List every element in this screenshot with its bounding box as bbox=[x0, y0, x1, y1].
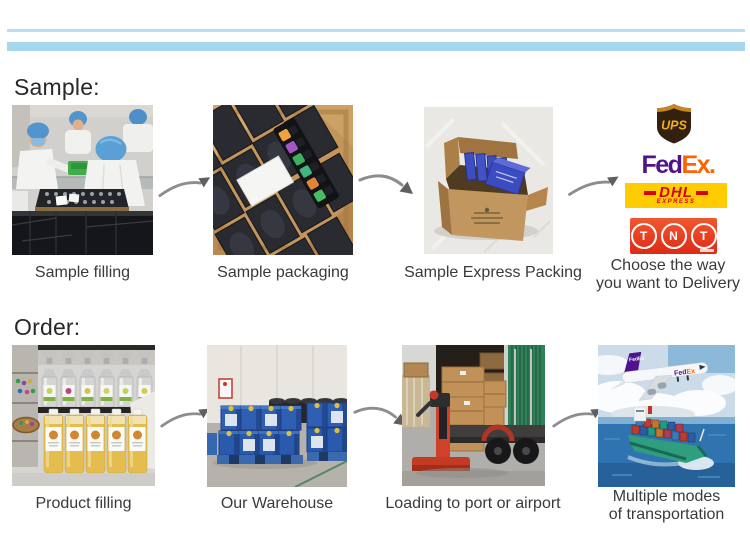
loading-caption: Loading to port or airport bbox=[385, 495, 561, 512]
fedex-logo: FedEx. bbox=[623, 151, 733, 179]
fedex-plane-icon: FedEx FedEx bbox=[609, 351, 708, 401]
top-divider-bar bbox=[7, 42, 745, 51]
plane-tail-text: FedEx bbox=[629, 356, 645, 364]
product-filling-photo bbox=[12, 345, 155, 486]
plane-ex-text: Ex bbox=[686, 368, 695, 376]
transport-modes-photo: FedEx FedEx bbox=[598, 345, 735, 487]
sample-express-illustration bbox=[424, 107, 553, 254]
fedex-fed-text: Fed bbox=[641, 151, 683, 179]
sample-express-packing-caption: Sample Express Packing bbox=[404, 264, 582, 281]
tnt-circle: T bbox=[690, 223, 717, 249]
dhl-express-text: EXPRESS bbox=[656, 199, 696, 205]
loading-illustration bbox=[402, 345, 545, 486]
order-heading: Order: bbox=[14, 314, 81, 340]
ups-logo: UPS bbox=[656, 103, 692, 144]
svg-text:FedEx: FedEx bbox=[674, 368, 696, 378]
ups-logo-text: UPS bbox=[661, 119, 687, 133]
flow-arrow-icon bbox=[157, 166, 215, 204]
tnt-circle: T bbox=[630, 223, 657, 249]
container-ship-icon bbox=[627, 406, 714, 470]
tnt-small-mark bbox=[700, 249, 714, 252]
loading-photo bbox=[402, 345, 545, 486]
transport-modes-caption-line2: of transportation bbox=[608, 505, 725, 523]
transport-modes-caption: Multiple modes of transportation bbox=[590, 488, 743, 524]
dhl-dash-right bbox=[695, 191, 708, 195]
tnt-letter: T bbox=[699, 229, 708, 243]
flow-arrow-icon bbox=[566, 168, 624, 202]
flow-arrow-icon bbox=[159, 398, 214, 434]
fedex-dot: . bbox=[709, 151, 716, 179]
delivery-choice-caption-line2: you want to Delivery bbox=[595, 274, 741, 292]
plane-fed-text: Fed bbox=[674, 369, 687, 377]
delivery-choice-caption: Choose the way you want to Delivery bbox=[593, 257, 743, 293]
dhl-logo-row: DHL bbox=[644, 184, 708, 201]
warehouse-photo bbox=[207, 345, 347, 487]
top-divider-line bbox=[7, 29, 745, 32]
tnt-circle: N bbox=[660, 223, 687, 249]
tnt-logo: T N T bbox=[630, 218, 717, 254]
transport-modes-illustration: FedEx FedEx bbox=[598, 345, 735, 487]
tnt-letter: T bbox=[639, 229, 648, 243]
flow-arrow-icon bbox=[356, 166, 420, 208]
warehouse-caption: Our Warehouse bbox=[220, 495, 334, 512]
product-filling-illustration bbox=[12, 345, 155, 486]
product-filling-caption: Product filling bbox=[35, 495, 132, 512]
delivery-choice-caption-line1: Choose the way bbox=[610, 257, 726, 274]
warehouse-illustration bbox=[207, 345, 347, 487]
fedex-ex-text: Ex bbox=[681, 151, 710, 179]
dhl-logo: DHL EXPRESS bbox=[625, 183, 727, 208]
courier-logos: UPS FedEx. DHL EXPRESS T N T bbox=[623, 103, 733, 256]
sample-packaging-photo bbox=[213, 105, 353, 255]
sample-packaging-caption: Sample packaging bbox=[217, 264, 349, 281]
sample-filling-caption: Sample filling bbox=[34, 264, 131, 281]
tnt-letter: N bbox=[669, 229, 678, 243]
sample-heading: Sample: bbox=[14, 74, 100, 100]
sample-filling-illustration bbox=[12, 105, 153, 255]
dhl-logo-text: DHL bbox=[659, 184, 693, 201]
sample-express-packing-photo bbox=[424, 107, 553, 254]
sample-packaging-illustration bbox=[213, 105, 353, 255]
dhl-dash-left bbox=[644, 191, 657, 195]
sample-filling-photo bbox=[12, 105, 153, 255]
transport-modes-caption-line1: Multiple modes bbox=[612, 488, 721, 505]
